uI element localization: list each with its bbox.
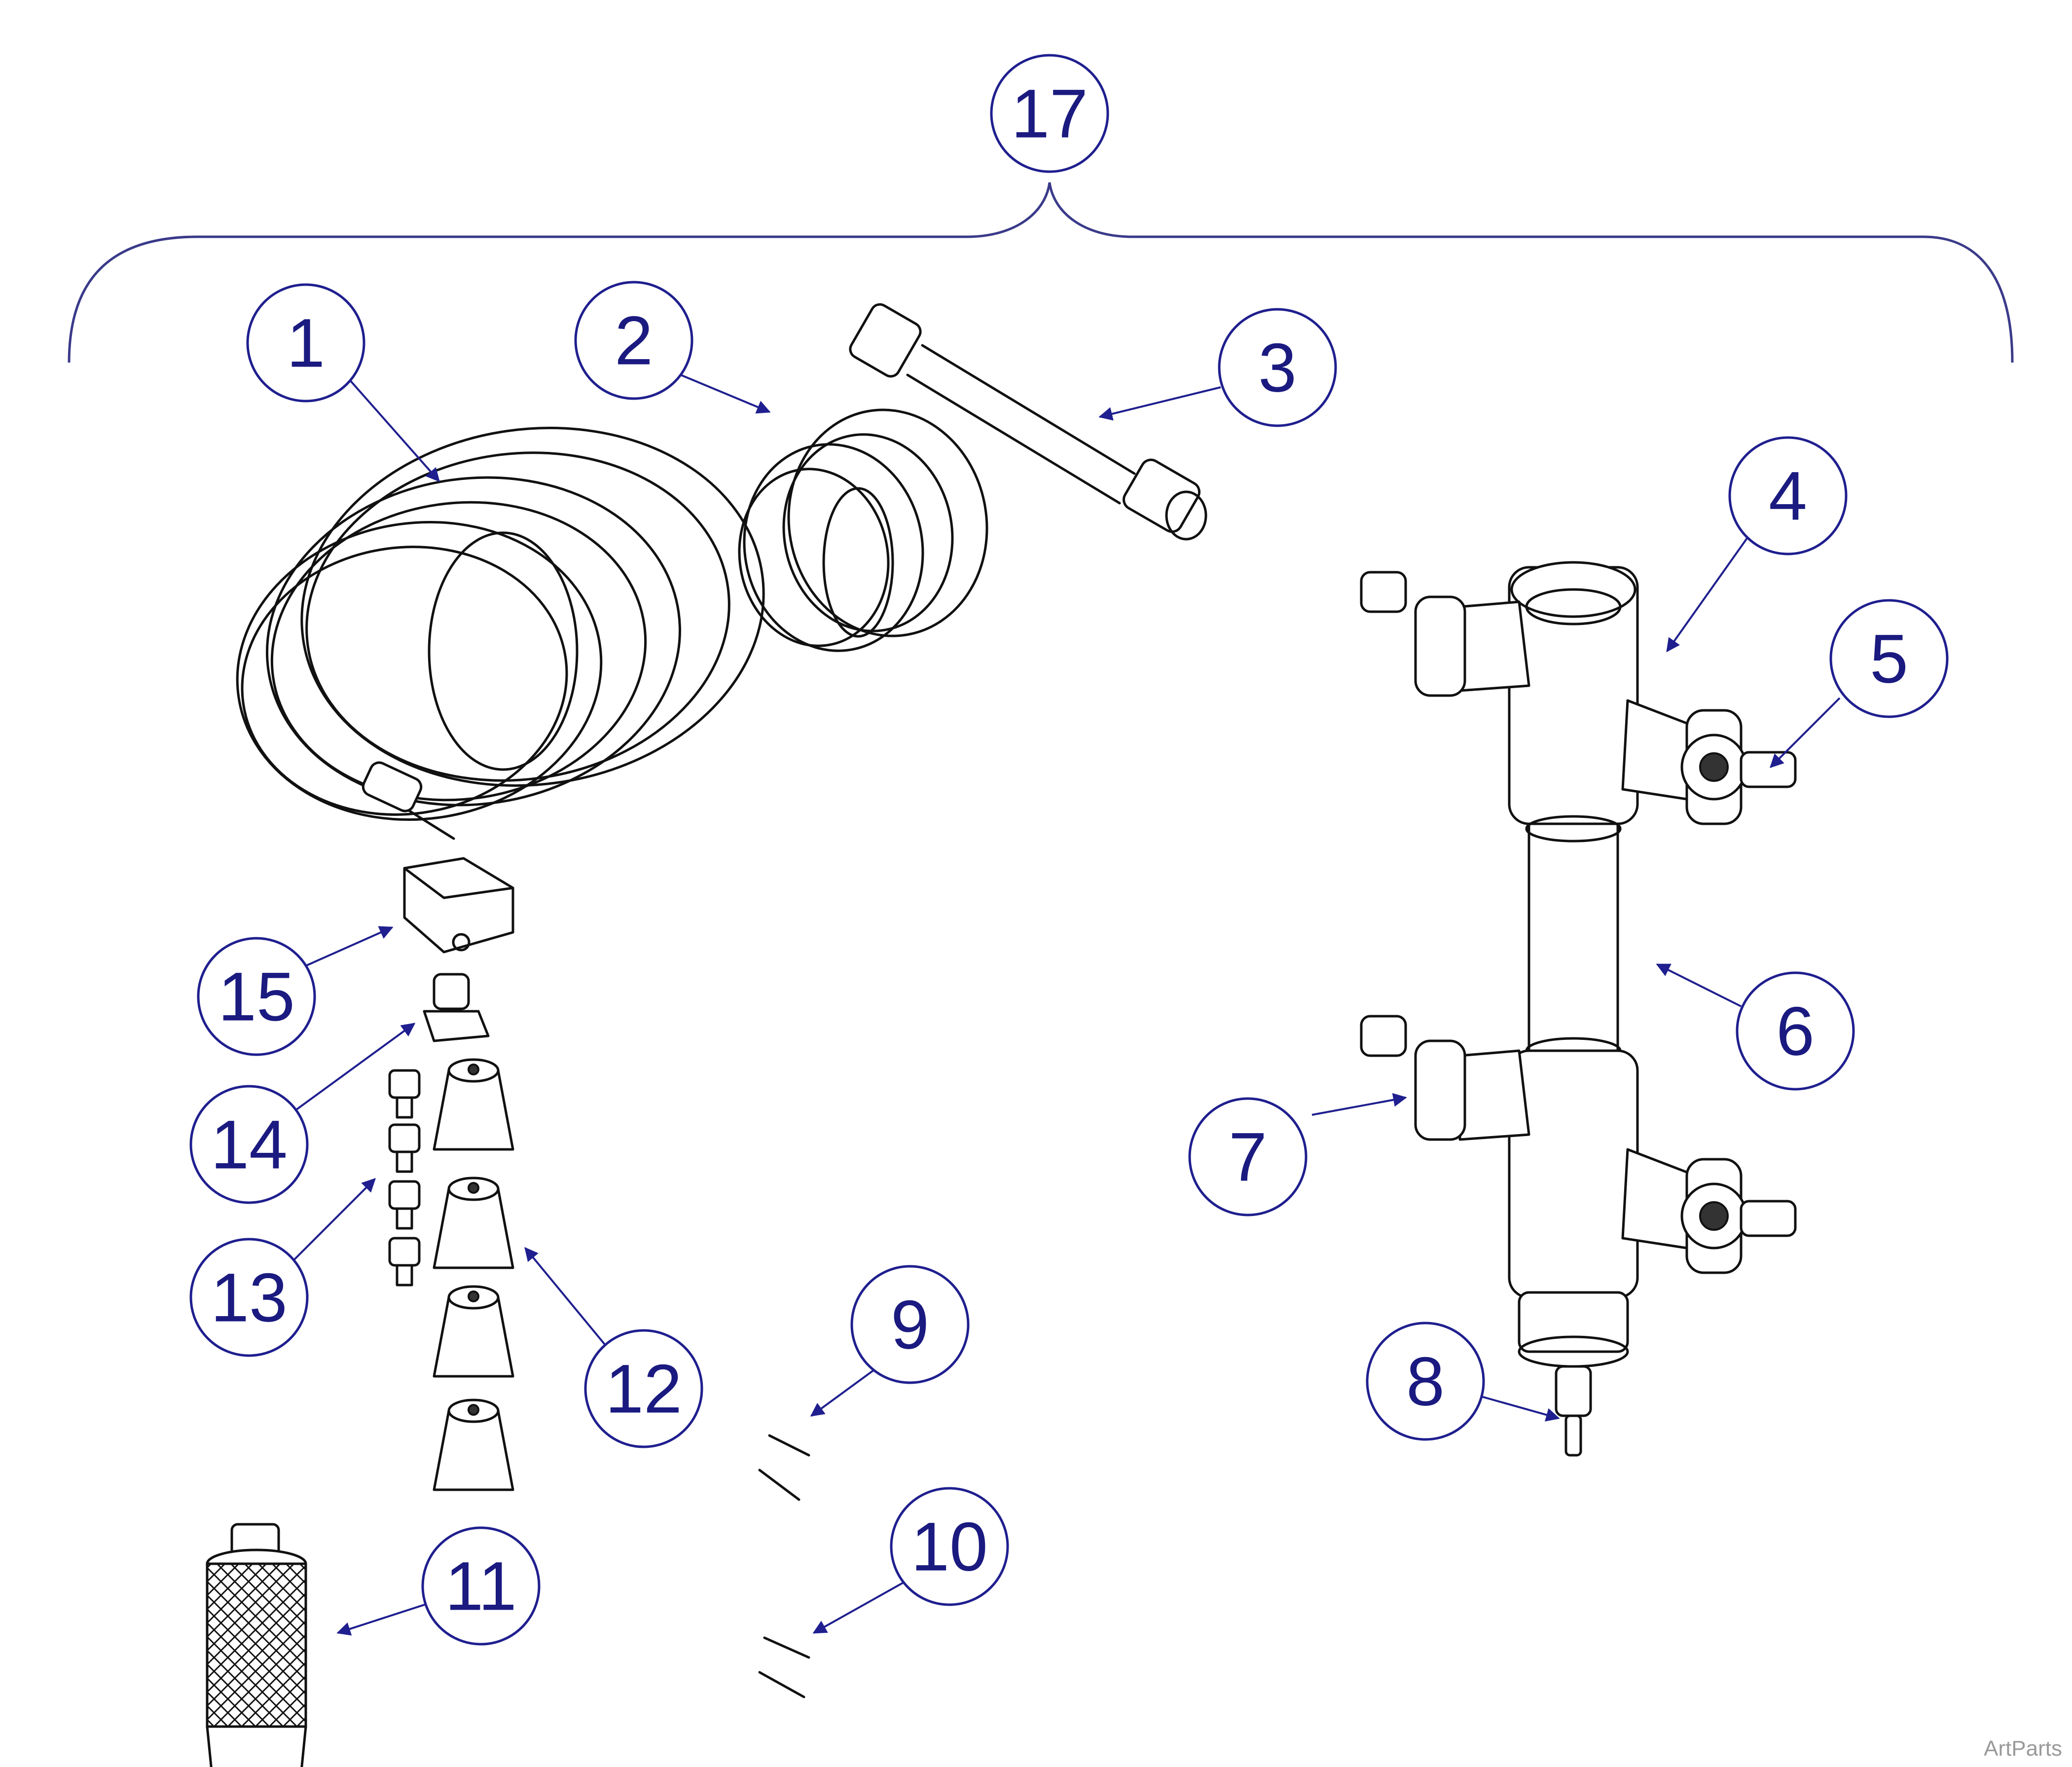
- callout-label: 14: [211, 1106, 288, 1183]
- leader-13: [292, 1178, 376, 1261]
- callout-5: 5: [1829, 599, 1949, 718]
- assembly-brace: [68, 182, 2014, 363]
- bracket-part: [403, 857, 514, 954]
- leader-2: [680, 374, 771, 414]
- callout-label: 11: [445, 1547, 516, 1625]
- leader-1: [344, 374, 440, 482]
- callout-13: 13: [189, 1238, 309, 1357]
- screw-parts: [388, 1069, 421, 1287]
- leader-11: [336, 1602, 430, 1636]
- pin-parts: [758, 1434, 810, 1501]
- callout-label: 4: [1769, 457, 1807, 535]
- callout-14: 14: [189, 1085, 309, 1204]
- callout-1: 1: [246, 283, 365, 403]
- small-fitting-part: [423, 973, 490, 1042]
- callout-label: 10: [911, 1508, 988, 1585]
- watermark-text: ArtParts: [1984, 1736, 2062, 1761]
- callout-4: 4: [1728, 436, 1848, 555]
- callout-9: 9: [850, 1265, 970, 1384]
- callout-label: 12: [605, 1350, 682, 1428]
- callout-label: 15: [218, 958, 295, 1035]
- leader-12: [524, 1247, 608, 1348]
- callout-7: 7: [1188, 1097, 1308, 1216]
- leader-4: [1666, 532, 1752, 653]
- callout-6: 6: [1736, 971, 1855, 1091]
- leader-14: [295, 1023, 416, 1111]
- callout-label: 1: [287, 304, 325, 382]
- rubber-feet-parts: [433, 1058, 514, 1491]
- callout-label: 3: [1258, 329, 1297, 406]
- callout-11: 11: [421, 1526, 541, 1646]
- tube-fitting-part: [849, 303, 1207, 541]
- leader-10: [812, 1575, 915, 1634]
- large-coil-part: [236, 427, 765, 840]
- small-coil-part: [738, 408, 988, 652]
- callout-17: 17: [990, 54, 1109, 173]
- callout-label: 9: [891, 1286, 929, 1363]
- callout-3: 3: [1218, 308, 1337, 427]
- leader-3: [1098, 386, 1221, 421]
- leader-lines: [292, 374, 1841, 1636]
- leader-9: [810, 1368, 876, 1417]
- leader-15: [303, 926, 394, 968]
- callout-label: 17: [1011, 75, 1088, 152]
- leader-8: [1479, 1395, 1560, 1422]
- callout-label: 6: [1776, 993, 1815, 1070]
- callout-8: 8: [1366, 1322, 1485, 1441]
- callout-label: 5: [1870, 620, 1908, 698]
- leader-7: [1311, 1093, 1407, 1116]
- callout-12: 12: [584, 1329, 703, 1448]
- nail-parts: [758, 1636, 810, 1698]
- callout-2: 2: [574, 281, 693, 400]
- leader-5: [1770, 697, 1841, 768]
- callout-label: 13: [211, 1259, 288, 1336]
- callout-label: 7: [1229, 1118, 1267, 1196]
- callout-15: 15: [197, 937, 316, 1056]
- manifold-assembly: [1360, 561, 1797, 1457]
- callout-10: 10: [890, 1487, 1009, 1606]
- callout-label: 8: [1406, 1343, 1445, 1420]
- strainer-part: [206, 1523, 307, 1767]
- leader-6: [1656, 963, 1742, 1007]
- callout-label: 2: [615, 302, 653, 379]
